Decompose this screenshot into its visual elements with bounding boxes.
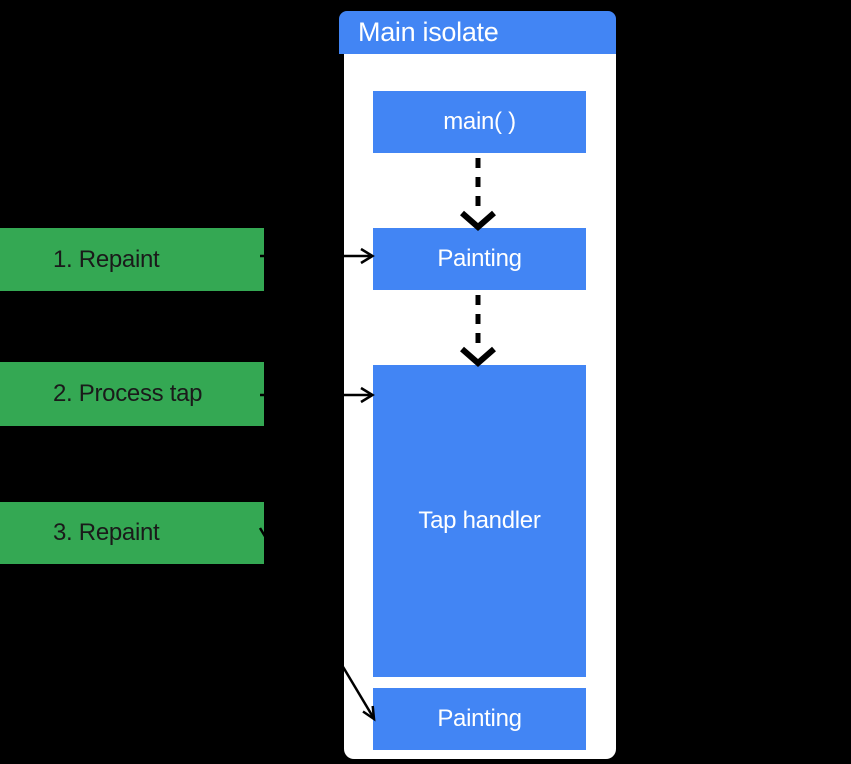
step-1-label: 1. Repaint [53, 245, 160, 273]
main-isolate-title: Main isolate [358, 17, 499, 47]
step-3-repaint: 3. Repaint [0, 502, 264, 564]
box-painting-2-label: Painting [437, 705, 522, 732]
main-isolate-header: Main isolate [339, 11, 616, 54]
box-painting-1: Painting [373, 228, 586, 290]
step-3-label: 3. Repaint [53, 519, 160, 546]
box-painting-2: Painting [373, 688, 586, 750]
box-tap-handler: Tap handler [373, 365, 586, 677]
step-2-process-tap: 2. Process tap [0, 362, 264, 426]
box-painting-1-label: Painting [437, 245, 522, 272]
step-2-label: 2. Process tap [53, 380, 203, 407]
box-main-label: main( ) [443, 108, 516, 135]
step-1-repaint: 1. Repaint [0, 228, 264, 291]
box-tap-handler-label: Tap handler [418, 507, 541, 534]
box-main: main( ) [373, 91, 586, 153]
